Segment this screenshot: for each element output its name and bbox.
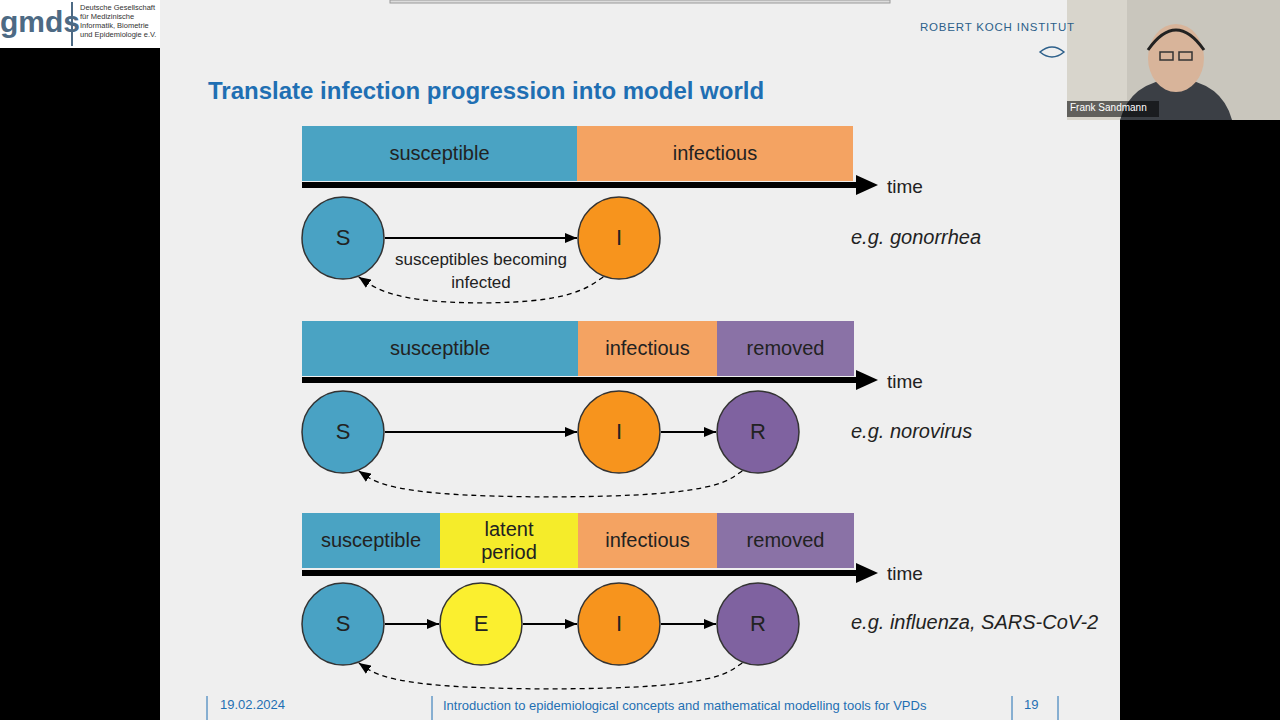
state-band: susceptible [302,126,577,181]
state-band: latent period [440,513,578,568]
compartment-circle: I [577,390,661,474]
compartment-circle: R [716,390,800,474]
logo-text: gmds [0,4,80,40]
time-axis-head [856,175,878,195]
band-label: removed [747,529,825,552]
band-label: susceptible [321,529,421,552]
compartment-letter: I [616,419,622,445]
compartment-letter: R [750,419,766,445]
compartment-letter: S [336,611,351,637]
compartment-letter: S [336,225,351,251]
transition-arrow [523,623,577,625]
compartment-letter: S [336,419,351,445]
slide-title: Translate infection progression into mod… [208,76,764,106]
return-arrow [359,663,743,689]
compartment-letter: I [616,611,622,637]
circle-shape [302,583,384,665]
speaker-name: Frank Sandmann [1070,102,1147,114]
compartment-circle: I [577,582,661,666]
webcam-background [1067,0,1280,120]
axis-label: time [887,370,923,393]
return-arrow [359,471,743,497]
circle-shape [302,197,384,279]
footer-separator [1012,696,1013,720]
footer-separator [207,696,208,720]
logo-background [0,0,160,48]
axis-label: time [887,175,923,198]
webcam-headset [1148,30,1204,50]
webcam-glasses [1179,52,1192,60]
circle-shape [578,197,660,279]
band-label: latent period [464,518,554,564]
time-axis-line [302,182,860,188]
state-band: susceptible [302,321,578,376]
webcam-name-plate [1067,101,1159,117]
state-band: susceptible [302,513,440,568]
transition-arrow [385,623,439,625]
top-bar [390,0,890,3]
example-note: e.g. influenza, SARS-CoV-2 [851,610,1098,634]
compartment-circle: S [301,390,385,474]
compartment-circle: S [301,582,385,666]
time-axis-head [856,563,878,583]
webcam-image [1067,0,1280,120]
compartment-letter: R [750,611,766,637]
compartment-letter: I [616,225,622,251]
circle-shape [302,391,384,473]
institute-name: ROBERT KOCH INSTITUT [920,20,1075,34]
edge-label: susceptibles becoming infected [386,248,576,294]
time-axis-line [302,570,860,576]
compartment-circle: E [439,582,523,666]
example-note: e.g. gonorrhea [851,225,981,249]
state-band: infectious [577,126,853,181]
footer-separators [207,696,1058,720]
band-label: infectious [605,529,690,552]
webcam-glasses [1160,52,1173,60]
state-band: infectious [578,321,717,376]
circle-shape [578,391,660,473]
state-band: removed [717,321,854,376]
circle-shape [717,583,799,665]
axis-label: time [887,562,923,585]
compartment-letter: E [474,611,489,637]
band-label: removed [747,337,825,360]
example-note: e.g. norovirus [851,419,972,443]
time-axis-head [856,370,878,390]
circle-shape [578,583,660,665]
compartment-circle: I [577,196,661,280]
state-band: removed [717,513,854,568]
band-label: susceptible [389,142,489,165]
band-label: infectious [605,337,690,360]
state-band: infectious [578,513,717,568]
circle-shape [440,583,522,665]
footer-separator [432,696,433,720]
logo-subtitle: Deutsche Gesellschaft für Medizinische I… [80,3,158,39]
transition-arrow [385,237,577,239]
page-number: 19 [1024,697,1038,713]
transition-arrow [661,431,716,433]
band-label: infectious [673,142,758,165]
compartment-circle: S [301,196,385,280]
footer-date: 19.02.2024 [220,697,285,713]
transition-arrow [385,431,577,433]
circle-shape [717,391,799,473]
webcam-head [1148,24,1204,92]
time-axis-line [302,377,860,383]
footer-separator [1058,696,1059,720]
compartment-circle: R [716,582,800,666]
time-axis [302,175,878,583]
band-label: susceptible [390,337,490,360]
footer-text: Introduction to epidemiological concepts… [443,698,926,714]
transition-arrow [661,623,716,625]
slide-area [160,0,1120,720]
logo-mark [1040,47,1064,57]
